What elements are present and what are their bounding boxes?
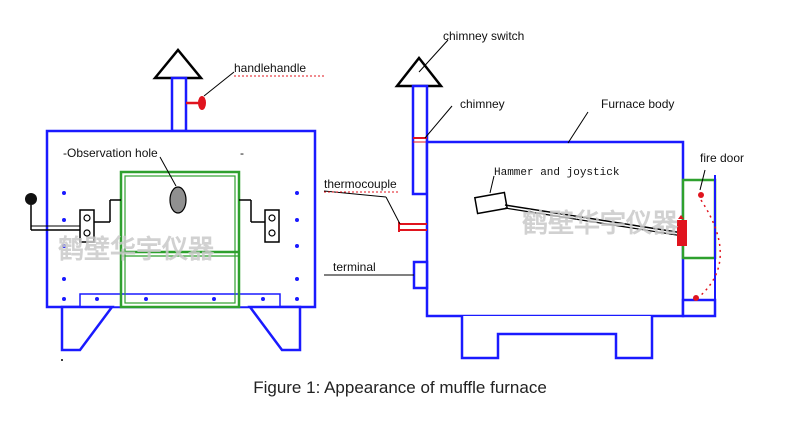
front-left-leg [60,305,115,352]
terminal-box [412,260,429,290]
front-right-leg [247,305,302,352]
watermark-right: 鹤壁华宇仪器 [522,208,679,239]
hammer-and-joystick [473,191,687,246]
handle-label: handlehandle [234,61,306,75]
fire-door-bottom-hinge [681,298,717,318]
chimney-label: chimney [460,97,505,111]
side-base-stand [460,316,654,360]
terminal-label: terminal [333,260,376,274]
side-view: chimney switch chimney Furnace body fire… [323,29,744,360]
figure-caption: Figure 1: Appearance of muffle furnace [253,378,547,397]
front-base-plate [79,293,281,308]
thermocouple-label: thermocouple [324,177,397,191]
front-chimney-pipe [170,76,188,133]
hammer-and-joystick-label: Hammer and joystick [494,167,620,179]
front-chimney-cap [152,48,204,80]
front-view: handlehandle -Observation hole - [25,48,326,361]
fire-door-label: fire door [700,151,744,165]
right-hinge-handle [239,199,280,243]
dash-mark: - [240,146,244,160]
watermark-left: 鹤壁华宇仪器 [58,234,215,265]
observation-hole [169,186,187,214]
front-door-frame [119,170,241,309]
side-chimney-pipe [411,84,429,196]
fire-door [681,178,717,260]
left-hinge-handle [25,193,121,243]
thermocouple [398,222,427,232]
front-rivets [62,191,299,301]
chimney-switch-label: chimney switch [443,29,524,43]
handle-knob [198,96,206,110]
furnace-body-label: Furnace body [601,97,674,111]
observation-hole-label: -Observation hole [63,146,158,160]
